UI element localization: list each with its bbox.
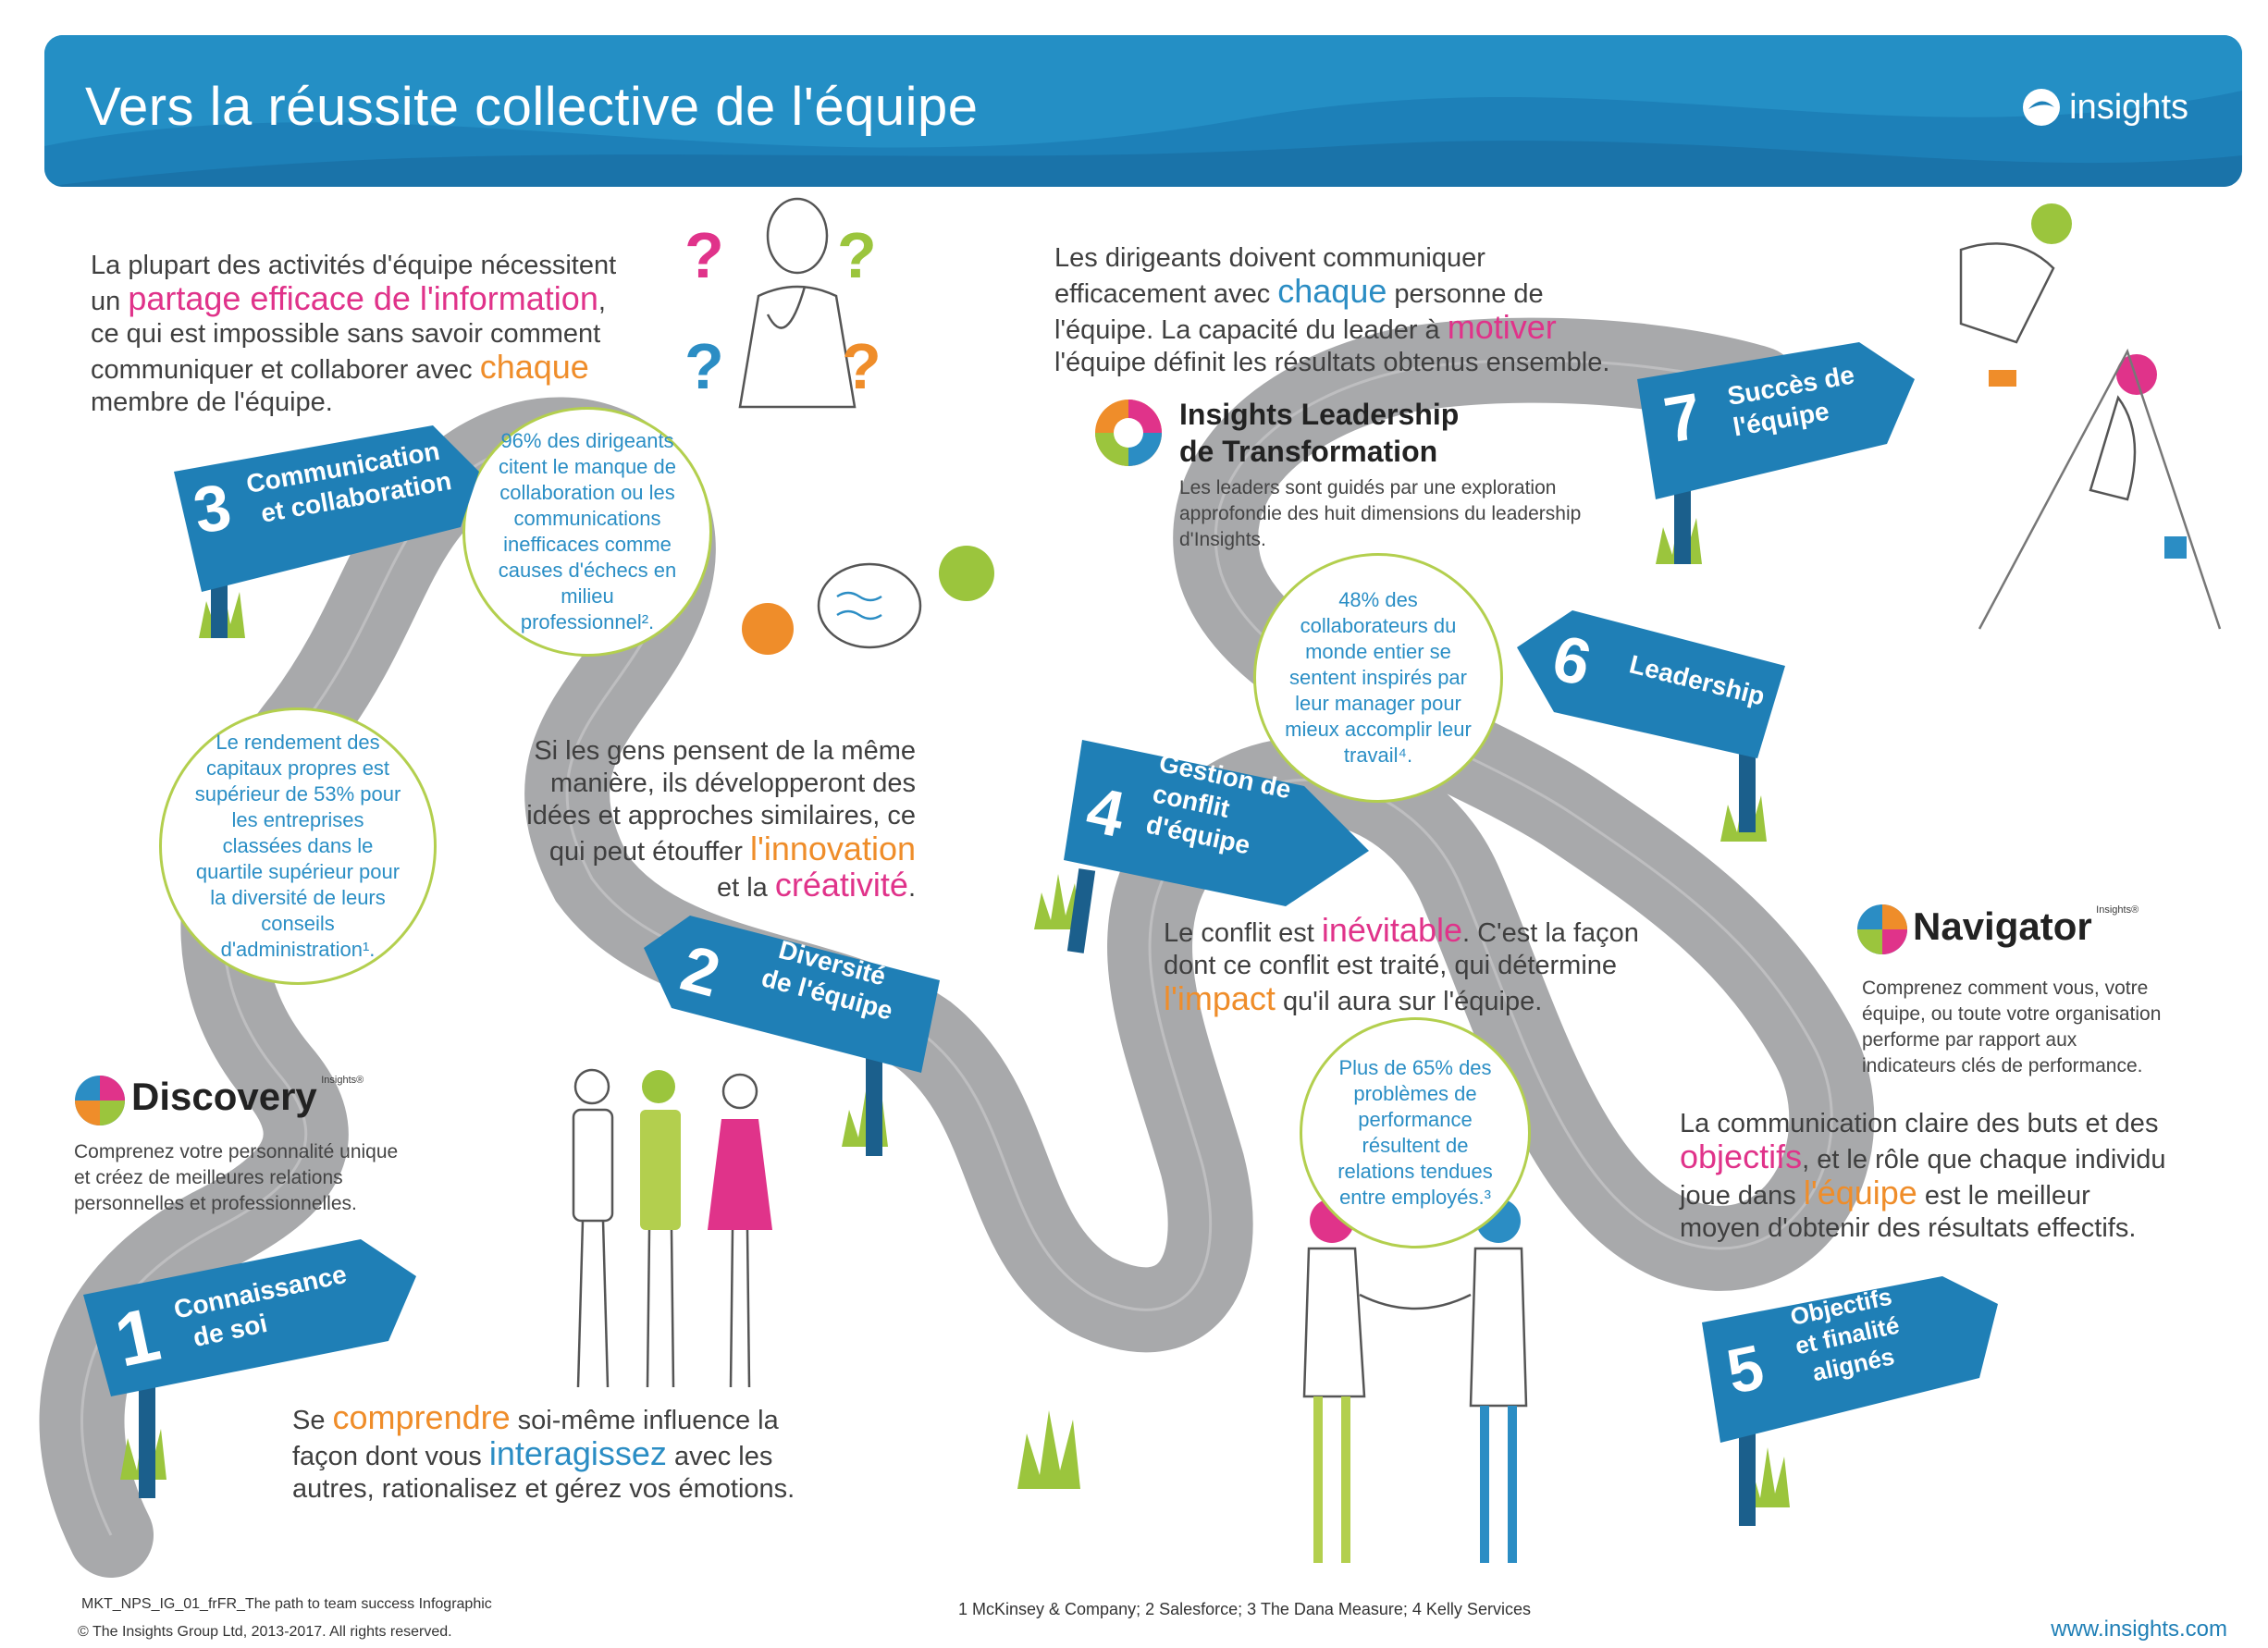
stat-circle-collaboration: 96% des dirigeants citent le manque de c…: [462, 407, 712, 657]
sign-board: [1702, 1276, 1998, 1443]
sign-board: [1517, 610, 1785, 758]
self-paragraph: Se comprendre soi-même influence la faço…: [292, 1398, 795, 1505]
stat-circle-conflict: Plus de 65% des problèmes de performance…: [1300, 1017, 1531, 1248]
signpost-pole: [1674, 481, 1691, 564]
insights-logo-icon: [2023, 89, 2061, 126]
conflict-paragraph: Le conflit est inévitable. C'est la faço…: [1164, 911, 1639, 1017]
intro-line: ce qui est impossible sans savoir commen…: [91, 319, 601, 349]
sign-board: [174, 425, 479, 592]
group-people-icon: [572, 1068, 772, 1388]
footer-copyright: © The Insights Group Ltd, 2013-2017. All…: [78, 1624, 452, 1640]
diversity-paragraph: Si les gens pensent de la même manière, …: [526, 736, 916, 904]
leadership-title: de Transformation: [1179, 435, 1438, 468]
logo-text: insights: [2069, 87, 2188, 127]
header-banner: Vers la réussite collective de l'équipe …: [44, 35, 2242, 187]
discovery-logo-icon: [75, 1076, 125, 1125]
sign-board: [644, 916, 940, 1073]
thinking-person-icon: [738, 197, 857, 409]
page-title: Vers la réussite collective de l'équipe: [85, 77, 979, 137]
signpost-pole: [1739, 1424, 1756, 1526]
intro-paragraph: La plupart des activités d'équipe nécess…: [91, 250, 664, 419]
leadership-wheel-icon: [1095, 400, 1162, 466]
svg-text:?: ?: [842, 330, 881, 402]
sign-board: [1064, 740, 1369, 906]
intro-line: un partage efficace de l'information,: [91, 279, 606, 317]
intro-line: communiquer et collaborer avec chaque: [91, 348, 589, 386]
navigator-description: Comprenez comment vous, votre équipe, ou…: [1862, 978, 2162, 1076]
climbers-icon: [1959, 203, 2222, 630]
sign-board: [83, 1239, 416, 1396]
banner-waves: [44, 35, 2242, 187]
footer-code: MKT_NPS_IG_01_frFR_The path to team succ…: [81, 1596, 492, 1612]
signpost-pole: [1739, 740, 1756, 832]
navigator-logo-icon: [1857, 904, 1907, 954]
footer-sources: 1 McKinsey & Company; 2 Salesforce; 3 Th…: [958, 1600, 1531, 1618]
signpost-pole: [866, 1045, 882, 1156]
svg-text:?: ?: [837, 219, 877, 291]
signpost-6: 6 Leadership: [1517, 610, 1785, 832]
leadership-title: Insights Leadership: [1179, 398, 1460, 431]
stat-circle-diversity: Le rendement des capitaux propres est su…: [159, 707, 437, 985]
leadership-product: Insights Leadership de Transformation Le…: [1179, 396, 1642, 553]
discovery-description: Comprenez votre personnalité unique et c…: [74, 1141, 399, 1214]
svg-text:?: ?: [684, 330, 724, 402]
sign-board: [1637, 342, 1915, 499]
goals-paragraph: La communication claire des buts et des …: [1680, 1109, 2166, 1243]
intro-line: La plupart des activités d'équipe nécess…: [91, 251, 617, 280]
leaders-paragraph: Les dirigeants doivent communiquer effic…: [1054, 243, 1610, 377]
stat-circle-leadership: 48% des collaborateurs du monde entier s…: [1253, 553, 1503, 803]
insights-logo[interactable]: insights: [2021, 87, 2188, 128]
intro-line: membre de l'équipe.: [91, 387, 333, 417]
svg-text:?: ?: [684, 219, 724, 291]
conversation-icon: [742, 546, 994, 655]
navigator-brand: Navigator Insights®: [1913, 904, 2139, 948]
handshake-people-icon: [1302, 1199, 1528, 1563]
footer-website-link[interactable]: www.insights.com: [2051, 1617, 2227, 1642]
discovery-brand: Discovery Insights®: [131, 1075, 364, 1118]
